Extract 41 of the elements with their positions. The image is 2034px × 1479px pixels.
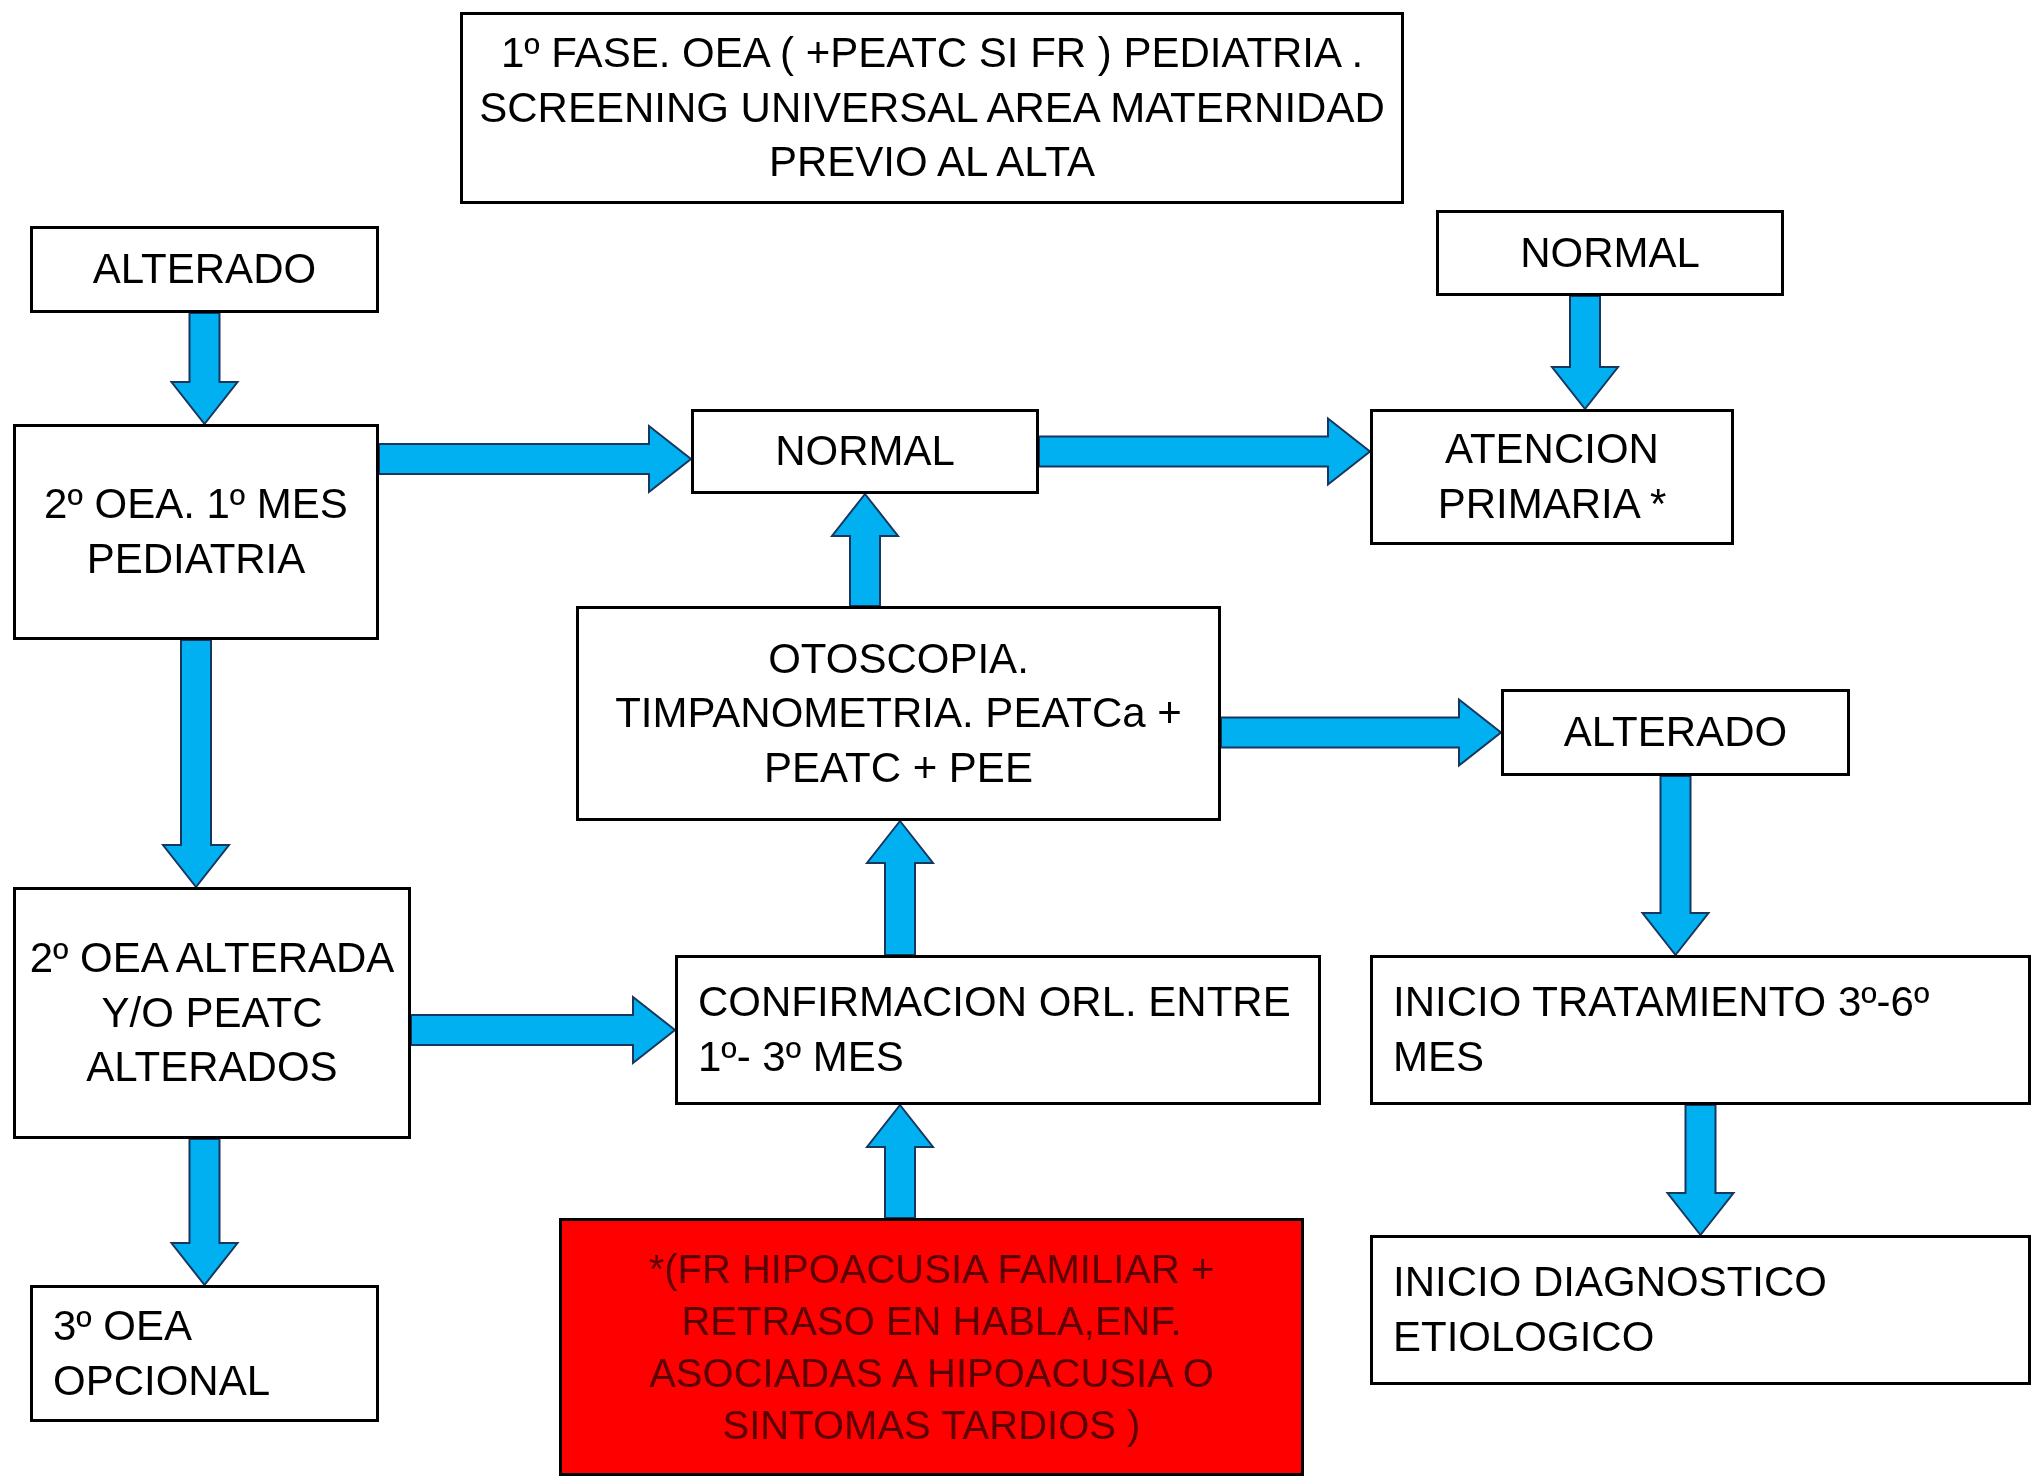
box-label: OTOSCOPIA. TIMPANOMETRIA. PEATCa + PEATC + PEE: [614, 633, 1183, 793]
block-arrow: [829, 492, 901, 607]
process-box: [1370, 409, 1734, 545]
note-box: [559, 1218, 1304, 1476]
process-box: [576, 606, 1221, 821]
box-label: CONFIRMACION ORL. ENTRE 1º- 3º MES: [698, 977, 1292, 1082]
box-label: ATENCION PRIMARIA *: [1436, 424, 1668, 529]
box-label: ALTERADO: [1563, 707, 1788, 758]
block-arrow: [864, 819, 936, 956]
process-box: [30, 1285, 379, 1422]
box-label: 2º OEA. 1º MES PEDIATRIA: [43, 479, 349, 584]
process-box: [1501, 689, 1850, 776]
box-label: INICIO TRATAMIENTO 3º-6º MES: [1393, 977, 1931, 1082]
block-arrow: [1220, 697, 1503, 768]
process-box: [1370, 1235, 2031, 1385]
box-label: *(FR HIPOACUSIA FAMILIAR + RETRASO EN HABLA,ENF. ASOCIADAS A HIPOACUSIA O SINTOMAS TARDIOS ): [647, 1246, 1216, 1449]
process-box: [13, 424, 379, 640]
box-label: INICIO DIAGNOSTICO ETIOLOGICO: [1393, 1257, 1829, 1362]
process-box: [1436, 210, 1784, 296]
block-arrow: [1038, 416, 1372, 487]
block-arrow: [1665, 1104, 1736, 1237]
block-arrow: [160, 639, 232, 889]
process-box: [691, 409, 1039, 494]
process-box: [460, 12, 1404, 204]
process-box: [30, 226, 379, 313]
box-label: NORMAL: [775, 426, 955, 477]
block-arrow: [864, 1103, 936, 1219]
block-arrow: [378, 423, 693, 495]
box-label: NORMAL: [1520, 227, 1700, 278]
block-arrow: [169, 312, 240, 426]
box-label: ALTERADO: [92, 244, 317, 295]
box-label: 3º OEA OPCIONAL: [53, 1300, 272, 1406]
box-label: 2º OEA ALTERADA Y/O PEATC ALTERADOS: [28, 933, 396, 1093]
block-arrow: [410, 994, 677, 1066]
box-label: 1º FASE. OEA ( +PEATC SI FR ) PEDIATRIA . SCREENING UNIVERSAL AREA MATERNIDAD PREVIO AL ALTA: [478, 28, 1386, 188]
process-box: [675, 955, 1321, 1105]
process-box: [13, 887, 411, 1139]
process-box: [1370, 955, 2031, 1105]
block-arrow: [169, 1138, 240, 1287]
block-arrow: [1549, 295, 1621, 411]
block-arrow: [1640, 775, 1711, 957]
